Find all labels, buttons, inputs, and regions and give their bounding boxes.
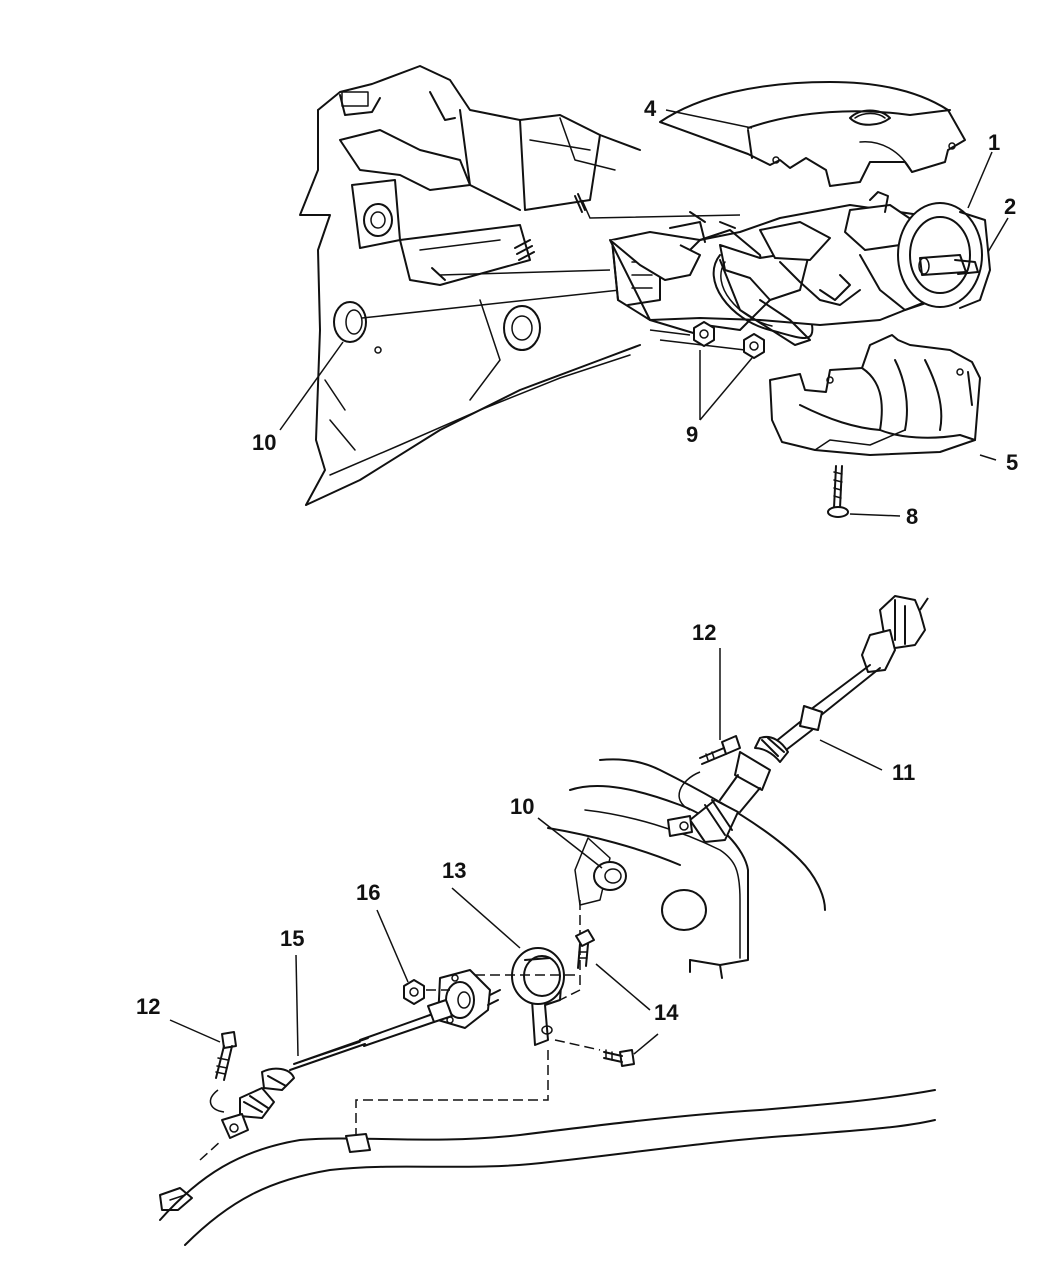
bottom-leaders xyxy=(169,648,883,1057)
callout-12-upper: 12 xyxy=(692,620,716,645)
upper-column-shroud xyxy=(659,81,966,187)
intermediate-shaft xyxy=(667,595,929,843)
bolt-upper xyxy=(678,735,741,811)
callout-15: 15 xyxy=(280,926,304,951)
shroud-screw xyxy=(827,465,849,518)
flange-nut xyxy=(403,979,450,1005)
callout-12-lower: 12 xyxy=(136,994,160,1019)
column-bushing-bottom xyxy=(593,861,627,891)
dash-panel-structure xyxy=(299,65,641,506)
top-leaders xyxy=(279,109,1009,517)
shaft-coupler xyxy=(437,969,501,1029)
callout-10-top: 10 xyxy=(252,430,276,455)
callout-2: 2 xyxy=(1004,194,1016,219)
callout-16: 16 xyxy=(356,880,380,905)
callout-8: 8 xyxy=(906,504,918,529)
frame-rail xyxy=(159,1089,936,1246)
floor-pan-structure xyxy=(547,758,826,979)
gear-flange-seal xyxy=(460,947,580,1005)
bolt-lower xyxy=(209,1031,237,1113)
steering-column xyxy=(609,191,941,346)
lower-column-shroud xyxy=(769,334,981,456)
callout-14-upper: 14 xyxy=(654,1000,679,1025)
callout-5: 5 xyxy=(1006,450,1018,475)
upper-assembly: 1 2 4 5 8 9 10 xyxy=(252,65,1018,529)
callout-10-bottom: 10 xyxy=(510,794,534,819)
callout-1: 1 xyxy=(988,130,1000,155)
callout-9: 9 xyxy=(686,422,698,447)
clockspring xyxy=(897,202,991,309)
callout-13: 13 xyxy=(442,858,466,883)
lower-steering-shaft xyxy=(221,999,453,1139)
hex-nuts xyxy=(693,321,765,359)
lower-assembly: 10 11 12 12 13 14 14 15 16 xyxy=(136,595,936,1246)
interlock-cable xyxy=(712,254,814,339)
mounting-studs xyxy=(431,193,586,281)
gear-mounting-bolts xyxy=(575,929,635,1067)
callout-4: 4 xyxy=(644,96,657,121)
column-bushing-top xyxy=(333,301,367,343)
callout-11: 11 xyxy=(892,760,915,785)
